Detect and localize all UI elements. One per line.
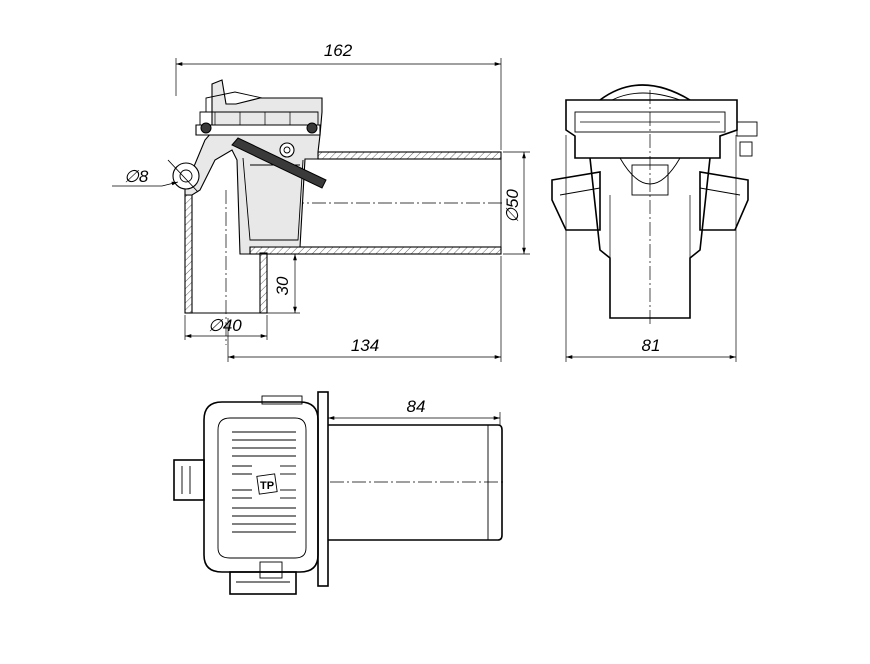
dim-width-label: 81 [642,336,661,355]
front-view: 81 [551,84,758,362]
dim-outlet-length-label: 134 [351,336,379,355]
dim-inlet-diameter-label: 40 [223,316,242,335]
svg-text:∅8: ∅8 [124,167,149,186]
diameter-symbol: ∅ [124,167,140,186]
dim-overall-length: 162 [175,41,502,150]
svg-text:∅40: ∅40 [208,316,242,335]
dim-pipe-length: 84 [327,397,501,425]
svg-text:∅50: ∅50 [503,189,522,223]
dim-overflow-diameter: ∅8 [112,167,179,187]
dim-outlet-diameter-label: 50 [503,189,522,208]
dim-drop-height: 30 [267,253,300,314]
dim-pipe-length-label: 84 [407,397,426,416]
top-view: TP 84 [173,391,505,595]
manufacturer-logo: TP [256,473,278,495]
dim-overall-length-label: 162 [324,41,353,60]
diameter-symbol: ∅ [503,207,522,223]
dim-inlet-diameter: ∅40 [184,315,268,340]
dim-outlet-diameter: ∅50 [503,151,530,255]
dim-width: 81 [565,135,737,362]
diameter-symbol: ∅ [208,316,224,335]
dim-outlet-length: 134 [227,256,502,362]
dim-drop-height-label: 30 [273,276,292,295]
logo-text: TP [260,480,274,492]
dim-overflow-diameter-label: 8 [139,167,149,186]
side-section-view: 162 ∅50 ∅8 30 [112,41,530,362]
trap-housing [167,79,327,255]
